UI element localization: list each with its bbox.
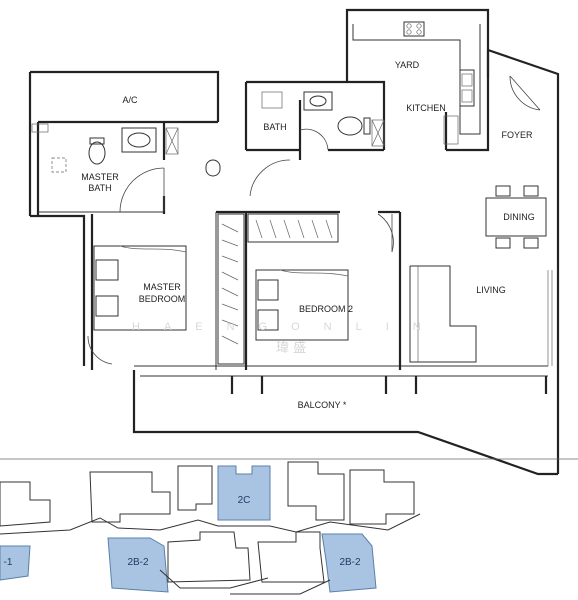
label-master-bath-1: MASTER bbox=[81, 172, 119, 182]
keyplan-label-2b2-b: 2B-2 bbox=[339, 557, 361, 568]
label-balcony: BALCONY * bbox=[298, 400, 347, 410]
keyplan-unit-left bbox=[0, 545, 31, 581]
label-yard: YARD bbox=[395, 60, 420, 70]
doors bbox=[87, 75, 541, 365]
keyplan-unit-2b2-a bbox=[107, 537, 169, 593]
fixtures bbox=[31, 21, 547, 365]
keyplan-unit-2c bbox=[217, 465, 271, 521]
balcony-doors bbox=[228, 270, 553, 394]
label-kitchen: KITCHEN bbox=[406, 103, 446, 113]
keyplan-unit-2b2-b bbox=[321, 533, 377, 593]
keyplan-label-2b2-a: 2B-2 bbox=[127, 557, 149, 568]
key-plan: 2C -1 2B-2 2B-2 bbox=[0, 458, 578, 595]
label-living: LIVING bbox=[476, 285, 506, 295]
label-master-bath-2: BATH bbox=[88, 183, 111, 193]
label-master-bedroom-2: BEDROOM bbox=[139, 294, 186, 304]
keyplan-label-2c: 2C bbox=[238, 495, 251, 506]
label-bath: BATH bbox=[263, 122, 286, 132]
label-ac: A/C bbox=[122, 95, 138, 105]
watermark-latin: HAENGONLIN bbox=[132, 321, 445, 333]
label-bedroom-2: BEDROOM 2 bbox=[299, 304, 353, 314]
watermark: HAENGONLIN 瑋 盛 bbox=[132, 321, 445, 356]
keyplan-label-left: -1 bbox=[4, 557, 13, 568]
label-master-bedroom-1: MASTER bbox=[143, 282, 181, 292]
label-dining: DINING bbox=[503, 212, 535, 222]
watermark-cjk: 瑋 盛 bbox=[276, 341, 306, 356]
room-labels: A/C BATH MASTER BATH YARD KITCHEN FOYER … bbox=[81, 60, 535, 410]
label-foyer: FOYER bbox=[501, 130, 533, 140]
